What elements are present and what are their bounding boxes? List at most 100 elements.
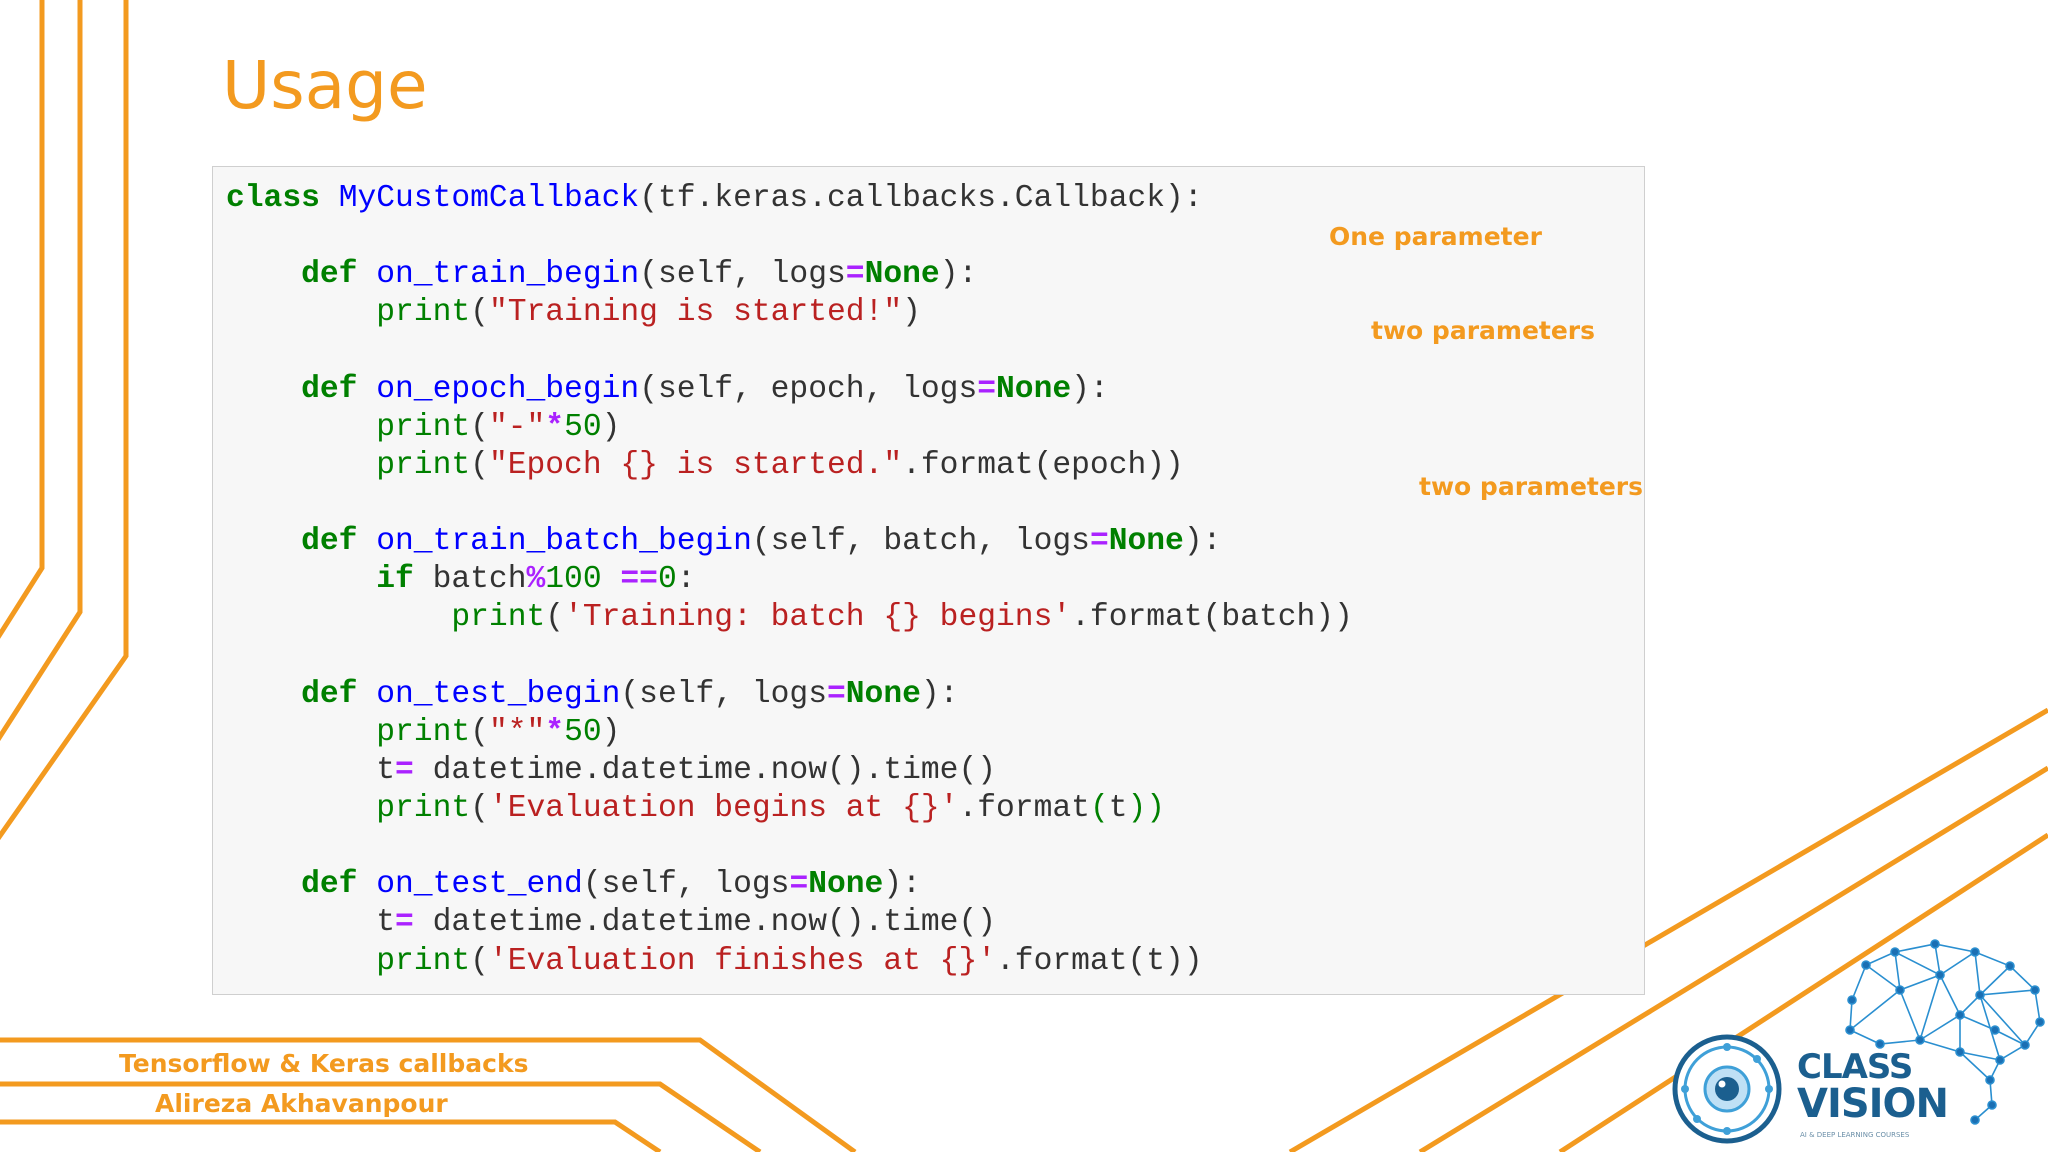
code-text: ( [470, 448, 489, 483]
code-text: ): [939, 257, 978, 292]
number-literal: 0 [657, 562, 677, 597]
operator: = [845, 257, 865, 292]
eye-logo-icon [1672, 1034, 1782, 1144]
operator: = [789, 867, 809, 902]
operator: = [395, 753, 414, 788]
code-text: (tf.keras.callbacks.Callback): [639, 181, 1203, 216]
code-text: .format [958, 791, 1090, 826]
code-text: ( [470, 295, 489, 330]
code-text: (self, logs [639, 257, 846, 292]
code-text: (self, batch, logs [751, 524, 1090, 559]
none-constant: None [845, 677, 921, 712]
slide-title: Usage [222, 47, 428, 124]
code-line-print-dashes: print("-"*50) [226, 409, 620, 447]
code-text: ( [470, 410, 489, 445]
code-line-on-test-begin: def on_test_begin(self, logs=None): [226, 676, 958, 714]
operator: = [827, 677, 846, 712]
annotation-two-parameters-batch: two parameters [1419, 472, 1644, 501]
builtin-print: print [376, 791, 471, 826]
code-line-time-assign: t= datetime.datetime.now().time() [226, 904, 996, 942]
code-text: .format(epoch)) [902, 448, 1184, 483]
keyword: def [301, 867, 358, 902]
keyword: class [226, 181, 320, 216]
number-literal: 50 [564, 715, 602, 750]
code-line-on-train-begin: def on_train_begin(self, logs=None): [226, 256, 977, 294]
code-text [602, 562, 621, 597]
string-literal: "*" [488, 715, 546, 750]
code-text: ): [1183, 524, 1222, 559]
code-text: (self, logs [582, 867, 790, 902]
code-text: t [376, 753, 396, 788]
right-stripes [1288, 707, 2048, 1152]
operator: = [395, 905, 414, 940]
operator: == [620, 562, 658, 597]
operator: * [545, 410, 565, 445]
none-constant: None [996, 372, 1072, 407]
code-text: datetime.datetime.now().time() [413, 905, 997, 940]
code-line-time-assign: t= datetime.datetime.now().time() [226, 752, 996, 790]
builtin-print: print [376, 448, 471, 483]
builtin-print: print [376, 410, 471, 445]
operator: = [977, 372, 997, 407]
none-constant: None [1108, 524, 1184, 559]
class-name: MyCustomCallback [338, 181, 640, 216]
logo-vision-text: VISION [1797, 1081, 1949, 1127]
string-literal: "Epoch {} is started." [488, 448, 903, 483]
brain-network-graphic [1845, 939, 2045, 1125]
code-line-print-evaluation-begins: print('Evaluation begins at {}'.format(t… [226, 790, 1165, 828]
footer-author: Alireza Akhavanpour [155, 1089, 448, 1118]
code-text: t [376, 905, 396, 940]
code-text: )) [1127, 791, 1166, 826]
code-line-print-batch-begins: print('Training: batch {} begins'.format… [226, 599, 1353, 637]
code-text: .format(t)) [996, 944, 1203, 979]
code-text: ): [1071, 372, 1109, 407]
code-text: ): [920, 677, 959, 712]
string-literal: 'Evaluation begins at {}' [488, 791, 959, 826]
number-literal: 50 [564, 410, 602, 445]
builtin-print: print [376, 944, 471, 979]
code-line-print-stars: print("*"*50) [226, 714, 620, 752]
annotation-one-parameter: One parameter [1329, 222, 1542, 251]
code-text: : [676, 562, 696, 597]
annotation-two-parameters-epoch: two parameters [1371, 316, 1596, 345]
method-name: on_test_end [376, 867, 583, 902]
code-line-print-training-started: print("Training is started!") [226, 294, 921, 332]
code-text: ( [1089, 791, 1109, 826]
method-name: on_test_begin [376, 677, 621, 712]
code-text: batch [413, 562, 527, 597]
code-line-on-test-end: def on_test_end(self, logs=None): [226, 866, 921, 904]
code-text: (self, epoch, logs [639, 372, 978, 407]
string-literal: 'Training: batch {} begins' [564, 600, 1072, 635]
builtin-print: print [376, 715, 471, 750]
code-text: ( [470, 715, 489, 750]
builtin-print: print [451, 600, 546, 635]
operator: = [1089, 524, 1109, 559]
none-constant: None [864, 257, 940, 292]
code-text: (self, logs [620, 677, 827, 712]
code-text: ( [470, 791, 489, 826]
code-text: t [1108, 791, 1128, 826]
code-line-print-evaluation-finishes: print('Evaluation finishes at {}'.format… [226, 943, 1203, 981]
builtin-print: print [376, 295, 471, 330]
code-line-on-epoch-begin: def on_epoch_begin(self, epoch, logs=Non… [226, 371, 1109, 409]
keyword: def [301, 372, 358, 407]
method-name: on_train_batch_begin [376, 524, 752, 559]
string-literal: "-" [488, 410, 546, 445]
code-text: .format(batch)) [1071, 600, 1353, 635]
string-literal: "Training is started!" [488, 295, 903, 330]
logo-tagline: AI & DEEP LEARNING COURSES [1800, 1131, 1910, 1139]
code-text: ) [902, 295, 921, 330]
method-name: on_epoch_begin [376, 372, 640, 407]
left-stripes [0, 0, 129, 841]
code-text: ( [470, 944, 489, 979]
footer-course-title: Tensorflow & Keras callbacks [119, 1049, 529, 1078]
keyword: def [301, 524, 358, 559]
code-text: datetime.datetime.now().time() [413, 753, 997, 788]
string-literal: 'Evaluation finishes at {}' [488, 944, 997, 979]
keyword: def [301, 677, 358, 712]
code-text: ) [601, 410, 621, 445]
number-literal: 100 [545, 562, 602, 597]
keyword: if [376, 562, 414, 597]
method-name: on_train_begin [376, 257, 640, 292]
code-text: ) [601, 715, 621, 750]
